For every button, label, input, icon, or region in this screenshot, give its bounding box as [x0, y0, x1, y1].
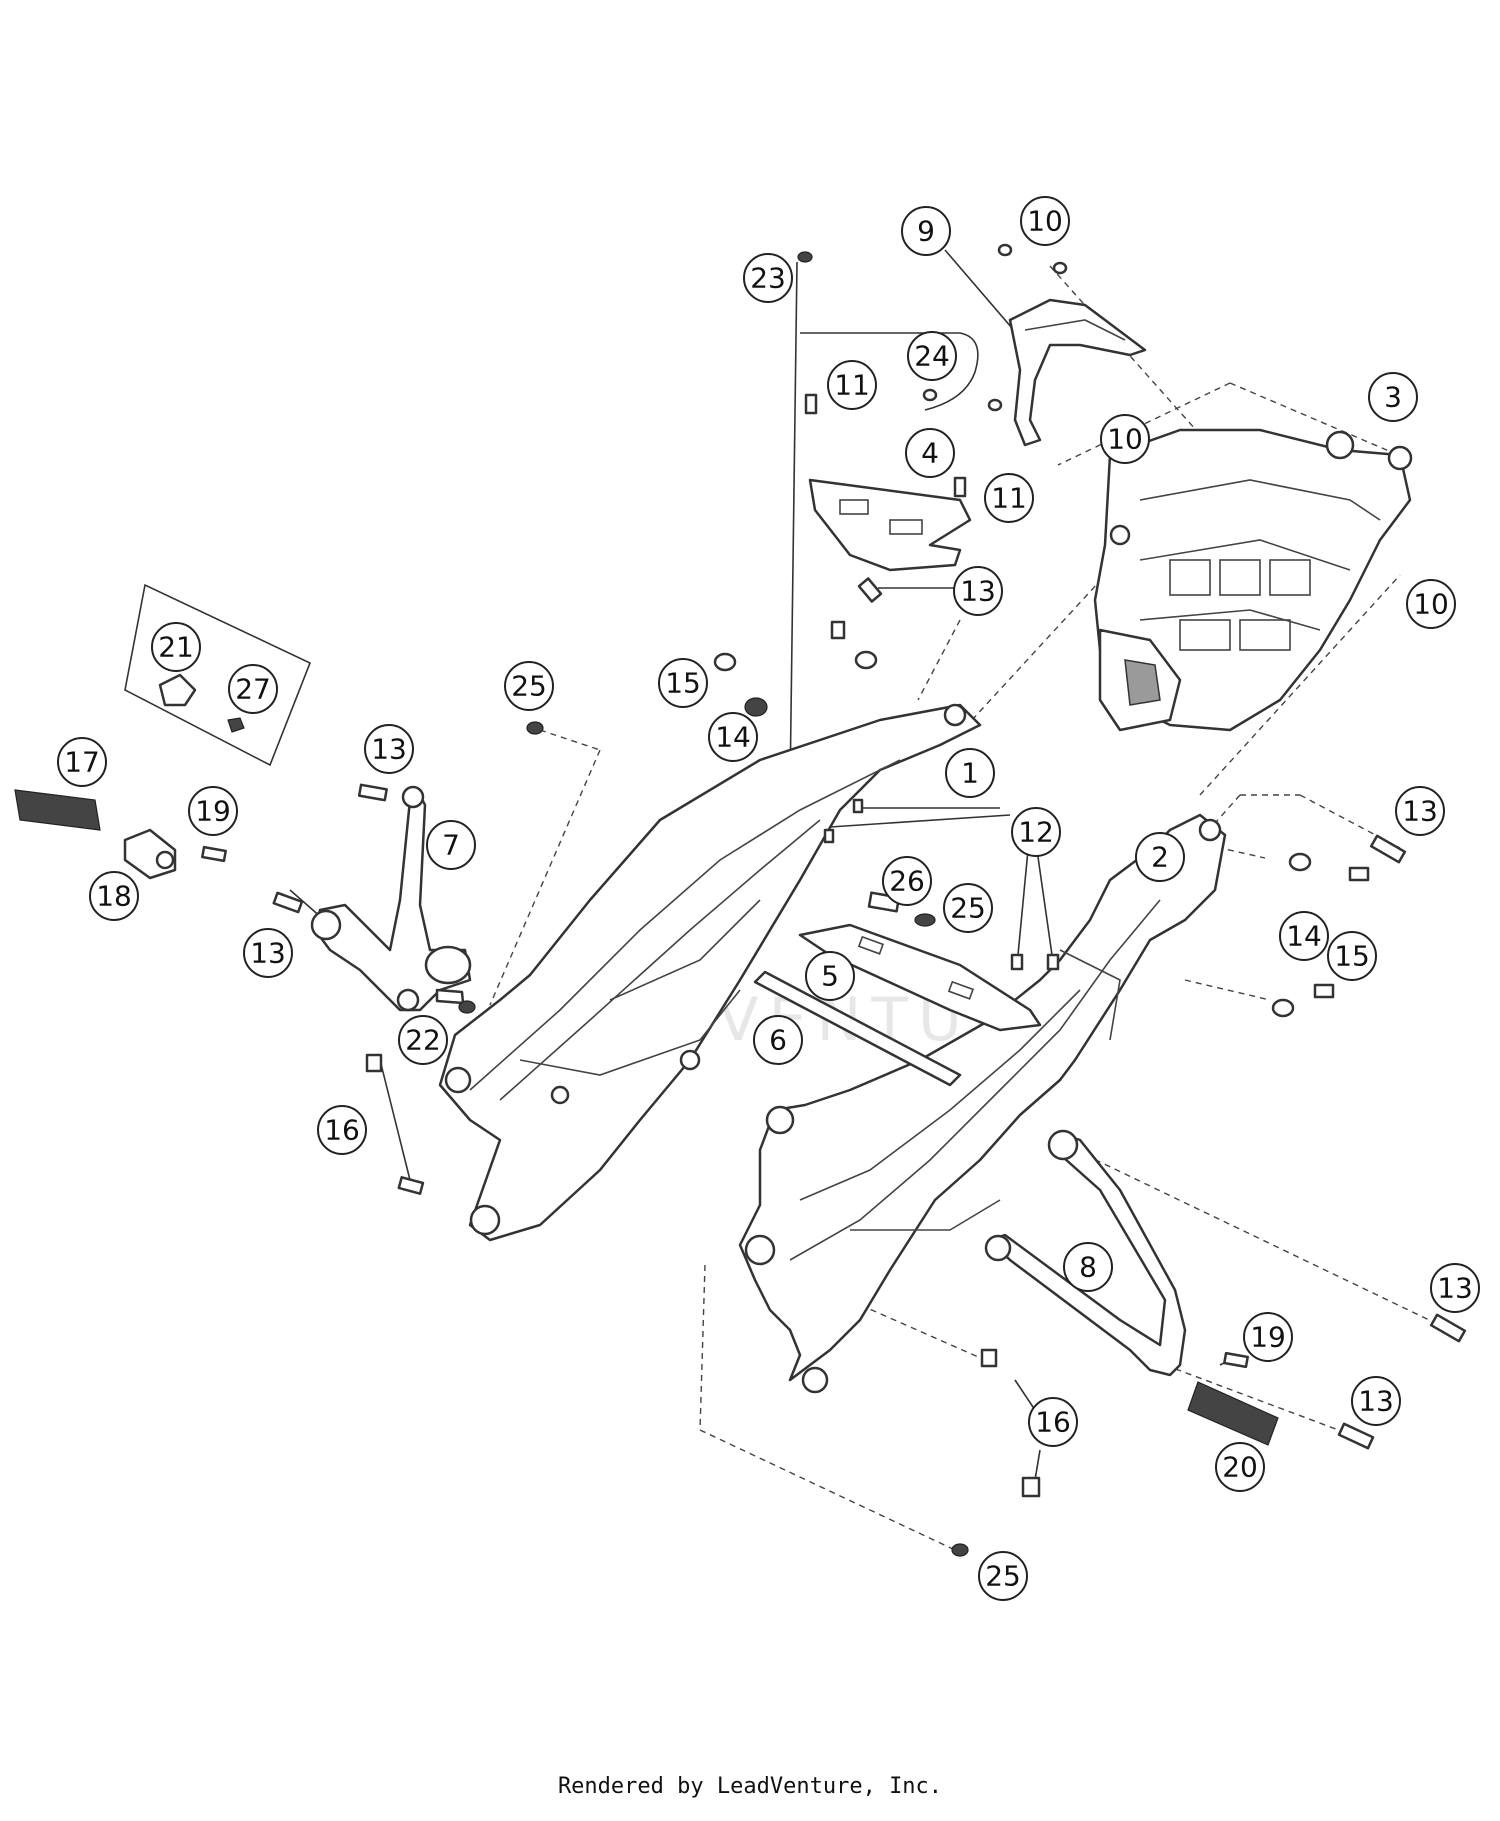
- callout-13e: 13: [1430, 1263, 1480, 1313]
- svg-text:5: 5: [821, 960, 839, 993]
- top-bracket-plate: [808, 478, 972, 572]
- svg-text:10: 10: [1107, 423, 1143, 456]
- svg-text:12: 12: [1018, 816, 1054, 849]
- svg-text:27: 27: [235, 673, 271, 706]
- left-footrest-bracket: [310, 785, 472, 1012]
- peg-mount: [123, 828, 177, 880]
- svg-text:25: 25: [950, 892, 986, 925]
- callout-13f: 13: [1351, 1376, 1401, 1426]
- cross-rod: [753, 970, 962, 1087]
- svg-text:23: 23: [750, 262, 786, 295]
- callout-7: 7: [426, 820, 476, 870]
- callout-24: 24: [907, 331, 957, 381]
- svg-text:8: 8: [1079, 1251, 1097, 1284]
- callout-16b: 16: [1028, 1397, 1078, 1447]
- callout-14b: 14: [1279, 911, 1329, 961]
- callout-13d: 13: [1395, 786, 1445, 836]
- callout-11a: 11: [827, 360, 877, 410]
- svg-text:25: 25: [511, 670, 547, 703]
- callout-10b: 10: [1100, 414, 1150, 464]
- svg-text:14: 14: [715, 721, 751, 754]
- svg-text:13: 13: [371, 733, 407, 766]
- callout-15b: 15: [1327, 931, 1377, 981]
- svg-text:26: 26: [889, 865, 925, 898]
- callout-12: 12: [1011, 807, 1061, 857]
- svg-text:19: 19: [195, 795, 231, 828]
- callout-13c: 13: [243, 928, 293, 978]
- svg-text:15: 15: [1334, 940, 1370, 973]
- svg-text:19: 19: [1250, 1321, 1286, 1354]
- svg-text:1: 1: [961, 757, 979, 790]
- callout-25a: 25: [504, 661, 554, 711]
- svg-text:24: 24: [914, 340, 950, 373]
- callout-10c: 10: [1406, 579, 1456, 629]
- callout-22: 22: [398, 1015, 448, 1065]
- svg-text:4: 4: [921, 437, 939, 470]
- callout-10a: 10: [1020, 196, 1070, 246]
- svg-text:11: 11: [991, 482, 1027, 515]
- callout-17: 17: [57, 737, 107, 787]
- svg-text:11: 11: [834, 369, 870, 402]
- svg-text:13: 13: [1437, 1272, 1473, 1305]
- callout-13b: 13: [364, 724, 414, 774]
- svg-text:3: 3: [1384, 381, 1402, 414]
- svg-text:22: 22: [405, 1024, 441, 1057]
- callout-2: 2: [1135, 832, 1185, 882]
- callouts: 1 2 3 4 5 6 7 8 9 10 10 10 11 11 12: [57, 196, 1480, 1601]
- kit-box: [124, 583, 312, 767]
- callout-19b: 19: [1243, 1312, 1293, 1362]
- svg-text:10: 10: [1413, 588, 1449, 621]
- svg-text:13: 13: [1402, 795, 1438, 828]
- svg-text:9: 9: [917, 215, 935, 248]
- svg-text:6: 6: [769, 1024, 787, 1057]
- svg-text:16: 16: [1035, 1406, 1071, 1439]
- svg-text:13: 13: [1358, 1385, 1394, 1418]
- svg-text:20: 20: [1222, 1451, 1258, 1484]
- callout-25b: 25: [943, 883, 993, 933]
- callout-9: 9: [901, 206, 951, 256]
- callout-8: 8: [1063, 1242, 1113, 1292]
- callout-25c: 25: [978, 1551, 1028, 1601]
- callout-5: 5: [805, 951, 855, 1001]
- lower-plate: [798, 891, 1042, 1032]
- fasteners: [201, 243, 1467, 1557]
- svg-text:17: 17: [64, 746, 100, 779]
- rear-frame-left-rail: [438, 703, 982, 1242]
- callout-14a: 14: [708, 712, 758, 762]
- callout-23: 23: [743, 253, 793, 303]
- left-footpeg: [14, 789, 101, 831]
- callout-13a: 13: [953, 566, 1003, 616]
- rear-mounting-tray: [1093, 428, 1413, 732]
- right-footrest-bracket: [984, 1129, 1187, 1377]
- callout-16a: 16: [317, 1105, 367, 1155]
- svg-text:18: 18: [96, 880, 132, 913]
- svg-text:21: 21: [158, 631, 194, 664]
- callout-6: 6: [753, 1015, 803, 1065]
- callout-19a: 19: [188, 786, 238, 836]
- svg-text:25: 25: [985, 1560, 1021, 1593]
- callout-11b: 11: [984, 473, 1034, 523]
- footer-credit: Rendered by LeadVenture, Inc.: [557, 1774, 943, 1799]
- callout-4: 4: [905, 428, 955, 478]
- svg-text:15: 15: [665, 667, 701, 700]
- callout-20: 20: [1215, 1442, 1265, 1492]
- svg-text:16: 16: [324, 1114, 360, 1147]
- callout-15a: 15: [658, 658, 708, 708]
- svg-text:13: 13: [250, 937, 286, 970]
- svg-text:13: 13: [960, 575, 996, 608]
- callout-21: 21: [151, 622, 201, 672]
- callout-18: 18: [89, 871, 139, 921]
- callout-26: 26: [882, 856, 932, 906]
- svg-text:14: 14: [1286, 920, 1322, 953]
- svg-text:2: 2: [1151, 841, 1169, 874]
- callout-1: 1: [945, 748, 995, 798]
- callout-27: 27: [228, 664, 278, 714]
- upper-bracket: [1008, 298, 1147, 447]
- rear-frame-right-rail: [738, 813, 1227, 1394]
- svg-text:10: 10: [1027, 205, 1063, 238]
- right-footpeg: [1187, 1381, 1279, 1446]
- callout-3: 3: [1368, 372, 1418, 422]
- svg-text:7: 7: [442, 829, 460, 862]
